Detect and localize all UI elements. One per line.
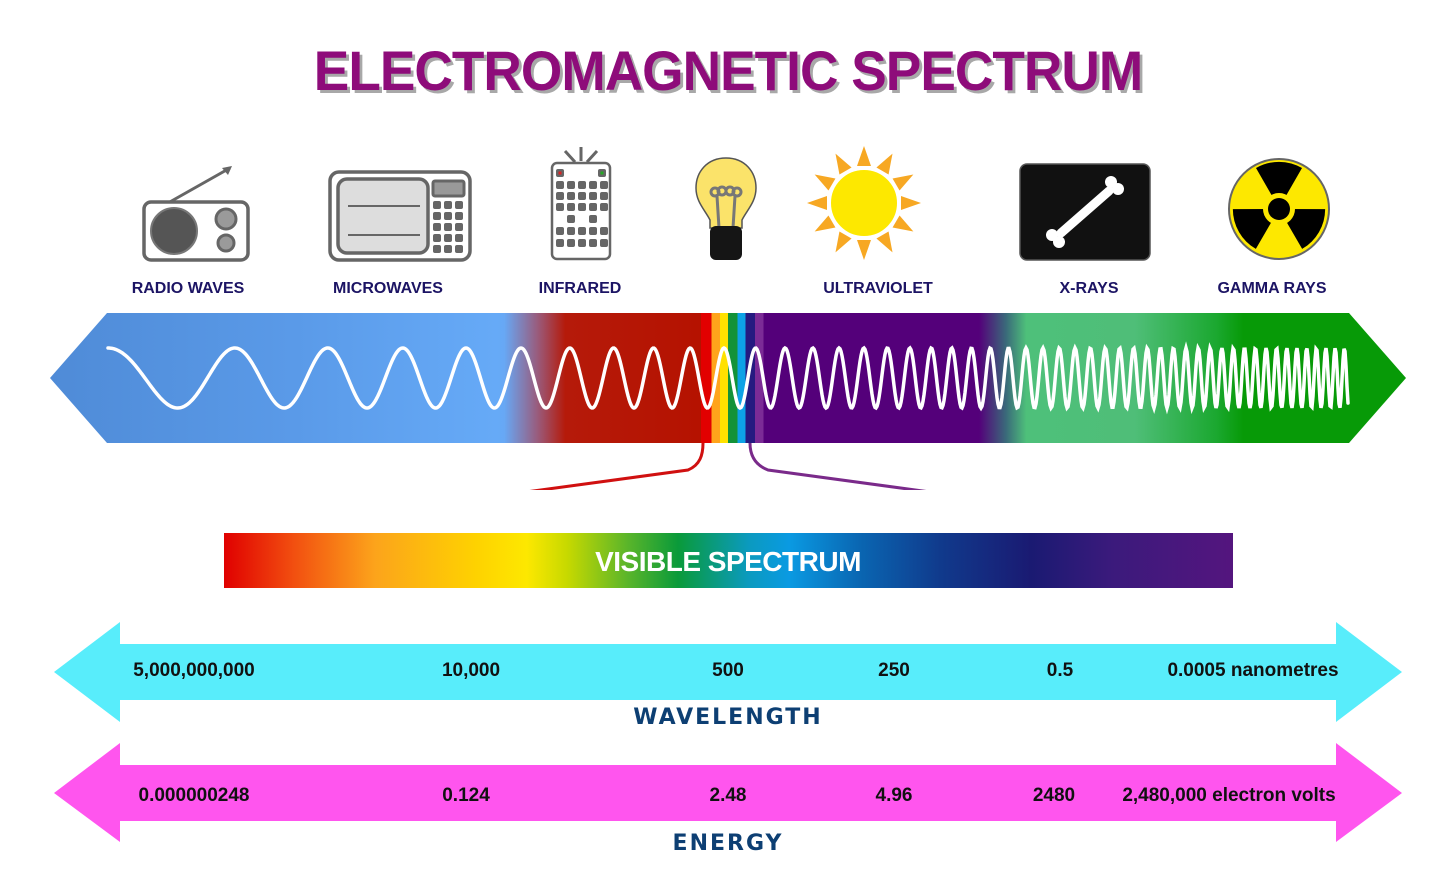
microwave-oven-icon — [328, 170, 472, 262]
energy-arrow — [0, 740, 1456, 844]
band-label-infrared: INFRARED — [538, 280, 622, 297]
wave-line — [106, 341, 1350, 415]
wavelength-value: 5,000,000,000 — [133, 660, 255, 681]
energy-title: ENERGY — [672, 831, 784, 856]
visible-spectrum-bar — [224, 533, 1233, 588]
page-title: ELECTROMAGNETIC SPECTRUM — [313, 39, 1143, 102]
energy-value: 2.48 — [709, 785, 747, 806]
spectrum-band — [0, 300, 1456, 490]
energy-value: 4.96 — [875, 785, 913, 806]
remote-control-icon — [549, 145, 613, 263]
xray-bone-icon — [1019, 163, 1151, 261]
radio-icon — [140, 165, 252, 263]
wavelength-value: 250 — [878, 660, 910, 681]
light-bulb-icon — [693, 156, 759, 264]
band-label-radio-waves: RADIO WAVES — [131, 280, 245, 297]
band-label-microwaves: MICROWAVES — [333, 280, 443, 297]
wavelength-value: 0.5 — [1046, 660, 1074, 681]
visible-spectrum-label: VISIBLE SPECTRUM — [595, 546, 861, 577]
energy-value: 0.000000248 — [138, 785, 250, 806]
sun-icon — [806, 145, 922, 261]
band-label-x-rays: X-RAYS — [1059, 280, 1119, 297]
energy-value: 2480 — [1032, 785, 1076, 806]
wavelength-value: 500 — [712, 660, 744, 681]
energy-value: 0.124 — [442, 785, 490, 806]
radiation-icon — [1227, 157, 1331, 261]
band-label-gamma-rays: GAMMA RAYS — [1217, 280, 1327, 297]
band-label-ultraviolet: ULTRAVIOLET — [823, 280, 933, 297]
wavelength-title: WAVELENGTH — [633, 705, 823, 730]
energy-value-with-unit: 2,480,000 electron volts — [1122, 785, 1336, 806]
wavelength-value: 10,000 — [441, 660, 501, 681]
wavelength-value-with-unit: 0.0005 nanometres — [1167, 660, 1339, 681]
wavelength-arrow — [0, 620, 1456, 724]
